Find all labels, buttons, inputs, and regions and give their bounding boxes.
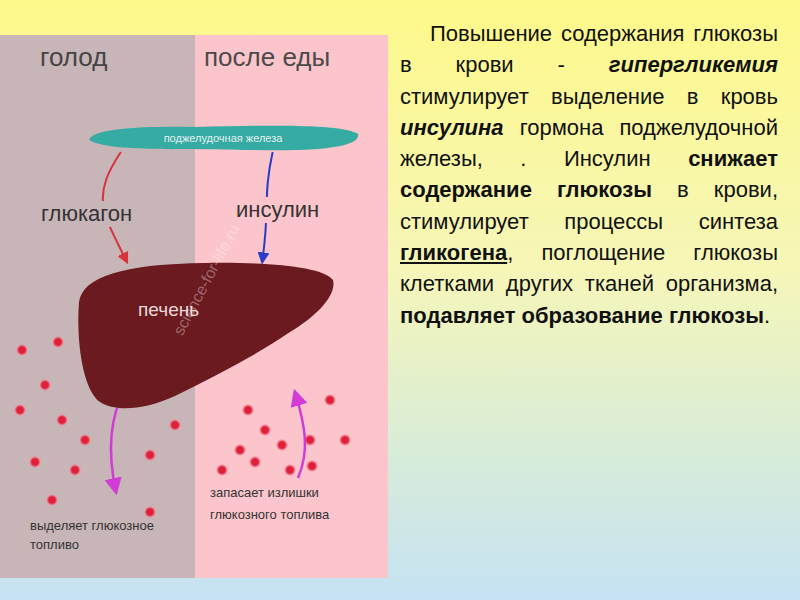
key-term: гипергликемия [609,52,778,77]
key-term: подавляет образование глюкозы [400,303,764,328]
column-heading: голод [40,42,107,73]
caption-note: запасает излишки глюкозного топлива [210,482,385,526]
column-heading: после еды [204,42,330,73]
body-text: . [764,303,770,328]
pancreas: поджелудочная железа [85,124,361,152]
hormone-label: глюкагон [38,201,135,227]
pancreas-label: поджелудочная железа [164,132,283,144]
store-arrow [295,392,305,478]
body-text: стимулирует выделение в кровь [400,84,778,109]
key-term: гликогена [400,240,507,265]
hormone-label: инсулин [233,197,322,223]
key-term: инсулина [400,115,504,140]
pancreas-shape [89,126,358,151]
explanation-text: Повышение содержания глюкозы в крови - г… [400,18,778,331]
caption-note: выделяет глюкозное топливо [30,516,180,554]
